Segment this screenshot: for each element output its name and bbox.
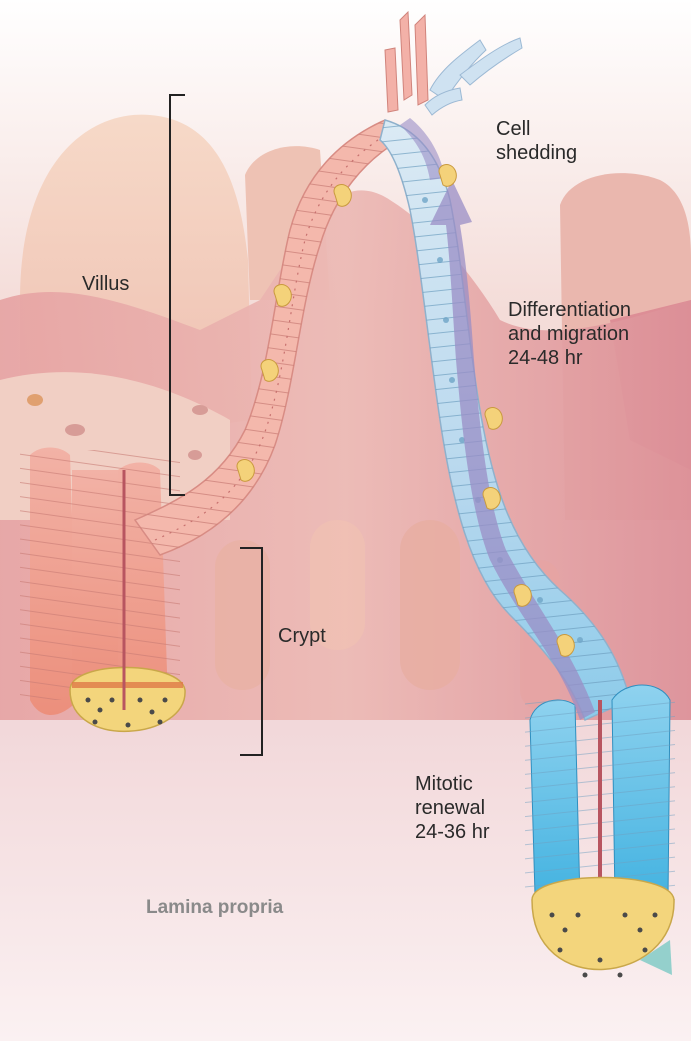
cell-shedding-label: Cell shedding (496, 117, 577, 165)
lamina-propria-label: Lamina propria (146, 896, 283, 920)
crypt-label: Crypt (278, 624, 326, 648)
mitotic-renewal-label: Mitotic renewal 24-36 hr (415, 772, 490, 844)
differentiation-migration-label: Differentiation and migration 24-48 hr (508, 298, 631, 370)
villus-label: Villus (82, 272, 129, 296)
